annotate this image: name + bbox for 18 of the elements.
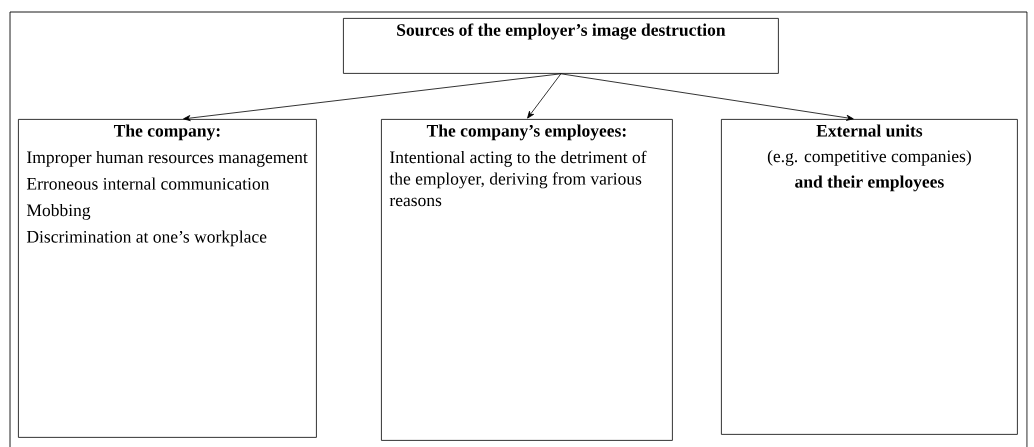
box-text: Mobbing bbox=[26, 203, 91, 220]
arrow bbox=[183, 73, 562, 122]
title-box bbox=[343, 18, 779, 74]
box-text: (e.g. competitive companies) bbox=[767, 149, 971, 166]
box-heading: Sources of the employer’s image destruction bbox=[397, 23, 726, 40]
box-text: Erroneous internal communication bbox=[26, 177, 270, 190]
category-box bbox=[721, 119, 1018, 435]
category-box bbox=[18, 119, 317, 438]
box-heading: The company: bbox=[113, 124, 220, 141]
box-text: and their employees bbox=[795, 175, 944, 192]
arrow bbox=[560, 73, 854, 121]
box-text: Discrimination at one’s workplace bbox=[26, 230, 267, 247]
box-text: Intentional acting to the detriment of the employer, deriving from various reasons bbox=[389, 150, 647, 207]
box-heading: The company’s employees: bbox=[426, 124, 626, 141]
category-box bbox=[381, 119, 673, 441]
box-heading: External units bbox=[816, 124, 923, 137]
box-text: Improper human resources management bbox=[27, 150, 308, 167]
arrow bbox=[527, 73, 562, 119]
